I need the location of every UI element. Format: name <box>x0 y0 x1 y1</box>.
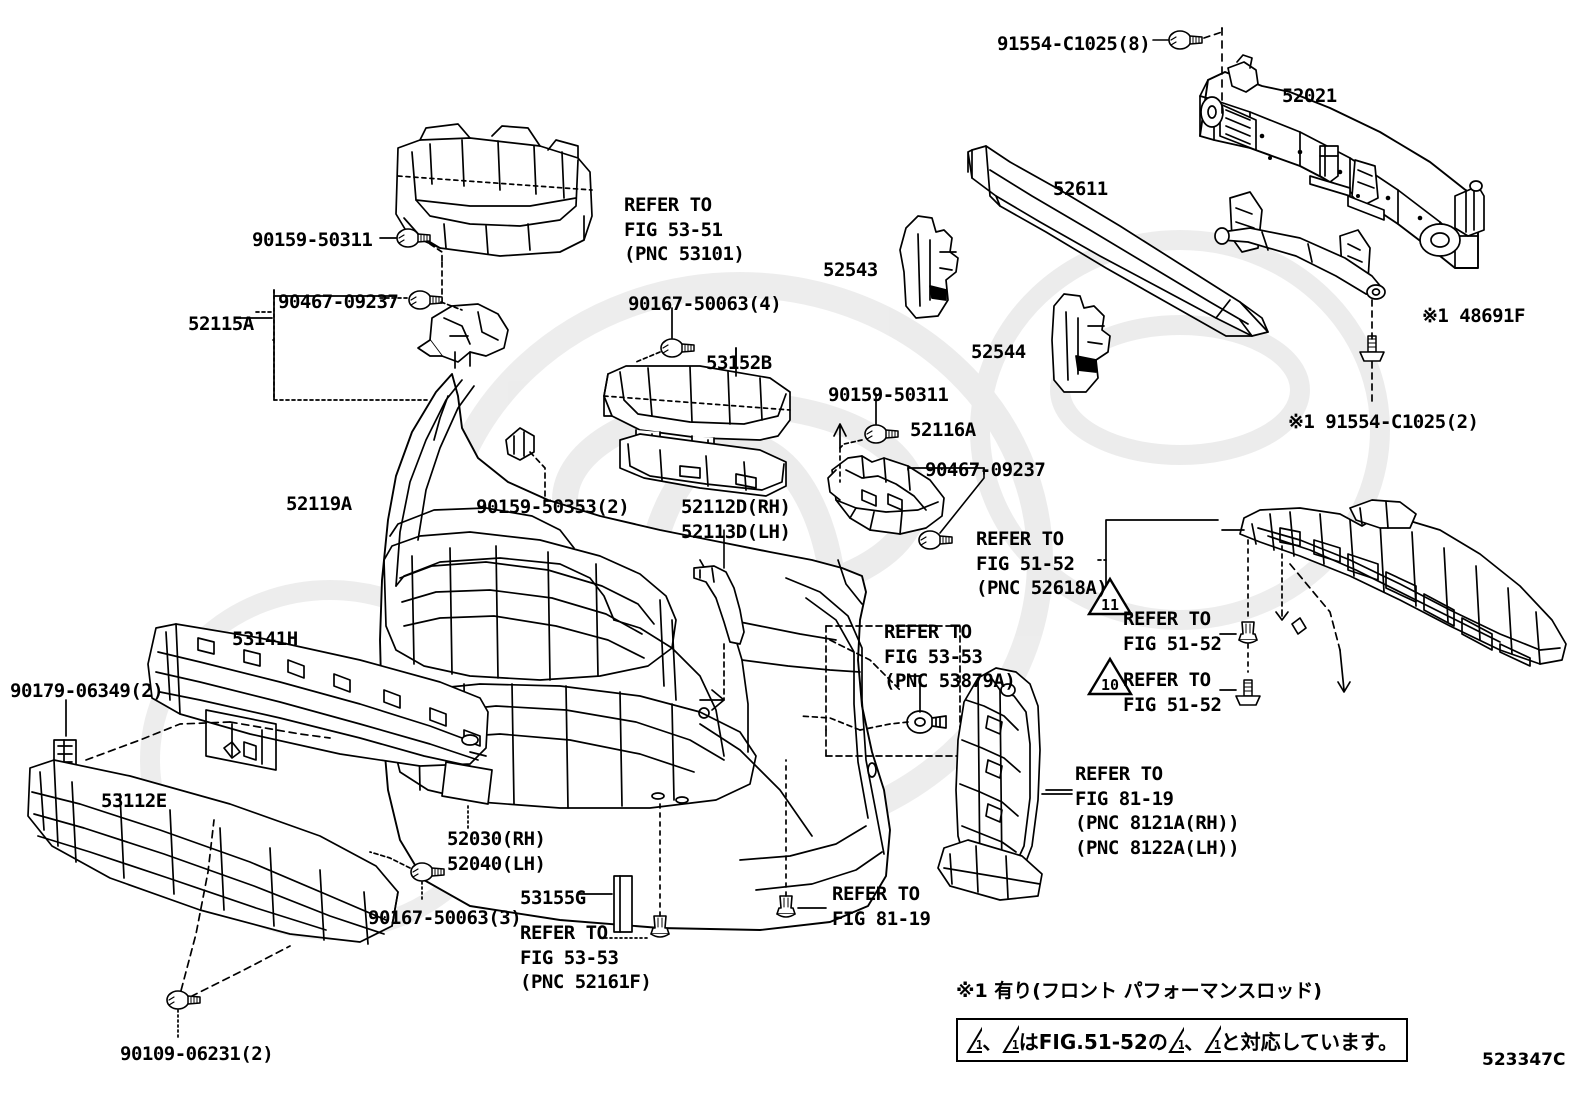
part-label-l-90179-06349-2: 90179-06349(2) <box>10 680 164 702</box>
part-label-l-52611: 52611 <box>1053 178 1108 200</box>
part-label-l-90467-09237-b: 90467-09237 <box>925 459 1046 481</box>
part-52115a-bracket <box>417 303 509 369</box>
part-label-l-53141h: 53141H <box>232 628 298 650</box>
legend-triangle-11b-icon: 11 <box>1204 1026 1221 1053</box>
svg-text:11: 11 <box>1012 1038 1019 1052</box>
part-53152b-lower-member <box>603 365 791 497</box>
part-label-l-refer-81-19-rhlh: REFER TO FIG 81-19 (PNC 8121A(RH)) (PNC … <box>1075 763 1240 860</box>
legend-triangle-10-icon: 10 <box>966 1026 983 1053</box>
part-52543-bracket <box>899 215 959 319</box>
svg-text:10: 10 <box>976 1038 983 1052</box>
part-52611-absorber <box>967 145 1269 337</box>
fastener-91554-c1025-8 <box>1168 30 1203 50</box>
fastener-90467-09237-b <box>918 530 953 550</box>
triangle-marker-10-icon: 10 <box>1086 656 1134 696</box>
part-label-l-refer-51-52-a: REFER TO FIG 51-52 (PNC 52618A) <box>976 528 1108 600</box>
legend-triangle-11-icon: 11 <box>1002 1026 1019 1053</box>
part-label-l-90159-50311-b: 90159-50311 <box>828 384 949 406</box>
triangle-marker-11-icon: 11 <box>1086 576 1134 616</box>
part-label-l-90167-50063-4: 90167-50063(4) <box>628 293 782 315</box>
part-53141h-grille <box>147 623 489 767</box>
part-label-l-refer-53-53-a: REFER TO FIG 53-53 (PNC 53879A) <box>884 621 1016 693</box>
part-52021-reinforcement <box>1199 54 1485 285</box>
part-label-l-90159-50311-a: 90159-50311 <box>252 229 373 251</box>
part-label-l-90167-50063-3: 90167-50063(3) <box>368 907 522 929</box>
diagram-sheet-id: 523347C <box>1482 1050 1566 1070</box>
legend-box: 10 、 11 はFIG.51-52の 10 、 11 と対応しています。 <box>956 1018 1408 1062</box>
part-label-l-kome1-91554: ※1 91554-C1025(2) <box>1288 411 1479 433</box>
fastener-90167-50063-4 <box>660 338 695 358</box>
legend-triangle-10b-icon: 10 <box>1168 1026 1185 1053</box>
part-52544-bracket <box>1051 293 1111 393</box>
legend-sep-1: 、 <box>982 1029 1003 1054</box>
fastener-53879a-clip <box>906 710 947 734</box>
part-label-l-53152b: 53152B <box>706 352 772 374</box>
part-52119a-bumper-cover <box>379 373 891 931</box>
part-52030-52040-cap <box>441 761 493 805</box>
part-label-l-52544: 52544 <box>971 341 1026 363</box>
part-label-l-52543: 52543 <box>823 259 878 281</box>
part-53155g-strip <box>613 875 633 933</box>
fastener-51-52-bolt <box>1235 679 1261 706</box>
svg-text:11: 11 <box>1101 596 1119 614</box>
part-label-l-53112e: 53112E <box>101 790 167 812</box>
part-label-l-refer-51-52-t11: REFER TO FIG 51-52 <box>1123 608 1222 655</box>
part-label-l-90109-06231-2: 90109-06231(2) <box>120 1043 274 1065</box>
kome1-note: ※1 有り(フロント パフォーマンスロッド) <box>956 980 1322 1002</box>
part-label-l-refer-53-53-b: REFER TO FIG 53-53 (PNC 52161F) <box>520 922 652 994</box>
part-label-l-53155g: 53155G <box>520 887 586 909</box>
part-52618a-undercover <box>1239 499 1567 667</box>
part-label-l-90159-50353-2: 90159-50353(2) <box>476 496 630 518</box>
part-53101-upper-member <box>395 123 593 257</box>
fastener-90467-09237-a <box>408 290 443 310</box>
part-label-l-52115a: 52115A <box>188 313 254 335</box>
part-48691f-performance-rod <box>1214 227 1386 300</box>
part-label-l-52030-52040: 52030(RH) 52040(LH) <box>447 828 546 875</box>
legend-text-fig: はFIG.51-52の <box>1018 1029 1168 1054</box>
part-52116a-bracket <box>827 455 945 535</box>
legend-sep-2: 、 <box>1184 1029 1205 1054</box>
part-53112e-lower-grille <box>27 759 399 945</box>
legend-text-end: と対応しています。 <box>1220 1029 1398 1054</box>
svg-text:11: 11 <box>1214 1038 1221 1052</box>
part-label-l-kome1-48691f: ※1 48691F <box>1422 305 1525 327</box>
part-52112d-seal <box>693 565 745 645</box>
fastener-51-52-clip <box>1238 621 1258 644</box>
part-label-l-91554-c1025-8: 91554-C1025(8) <box>997 33 1151 55</box>
part-8121a-bracket <box>937 667 1043 901</box>
part-label-l-refer-51-52-t10: REFER TO FIG 51-52 <box>1123 669 1222 716</box>
svg-text:10: 10 <box>1178 1038 1185 1052</box>
part-label-l-52116a: 52116A <box>910 419 976 441</box>
part-label-l-refer-81-19: REFER TO FIG 81-19 <box>832 883 931 930</box>
part-label-l-90467-09237-a: 90467-09237 <box>278 291 399 313</box>
part-label-l-refer-53-51: REFER TO FIG 53-51 (PNC 53101) <box>624 194 745 266</box>
part-label-l-52119a: 52119A <box>286 493 352 515</box>
svg-text:10: 10 <box>1101 676 1119 694</box>
part-label-l-52112d-52113d: 52112D(RH) 52113D(LH) <box>681 496 791 543</box>
part-label-l-52021: 52021 <box>1282 85 1337 107</box>
